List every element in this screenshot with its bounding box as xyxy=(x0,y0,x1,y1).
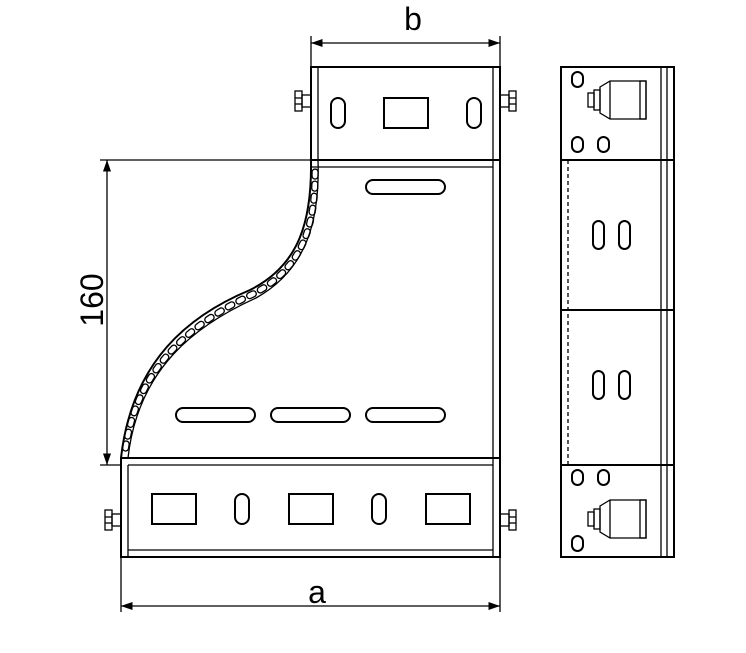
bolt-icon xyxy=(104,509,122,531)
perforation-hole xyxy=(214,307,225,317)
bolt-icon xyxy=(499,509,517,531)
perforation-hole xyxy=(284,260,295,271)
perforation-hole xyxy=(194,320,205,331)
bottom-slot-2 xyxy=(371,493,387,525)
bolt-side-icon xyxy=(587,499,647,539)
perforation-hole xyxy=(266,277,278,287)
perforation-hole xyxy=(204,313,215,324)
perforation-hole xyxy=(184,328,196,339)
perforation-hole xyxy=(167,344,178,355)
top-slot-right xyxy=(466,97,482,129)
side-view xyxy=(560,66,675,558)
body-slot-bottom-2 xyxy=(270,407,351,423)
bottom-square-hole-1 xyxy=(151,493,197,525)
dimension-b: b xyxy=(310,1,501,67)
bolt-icon xyxy=(294,90,312,112)
bottom-slot-1 xyxy=(234,493,250,525)
top-slot-left xyxy=(330,97,346,129)
dimension-a-label: a xyxy=(308,574,326,610)
perforation-hole xyxy=(175,336,187,347)
dimension-160: 160 xyxy=(74,159,311,466)
side-hole xyxy=(571,71,584,88)
side-outline xyxy=(560,66,675,558)
side-hole xyxy=(571,469,584,486)
body-slot-bottom-3 xyxy=(365,407,446,423)
body-slot-bottom-1 xyxy=(175,407,256,423)
dimension-a: a xyxy=(120,557,501,612)
dimension-b-label: b xyxy=(404,1,422,37)
perforation-hole xyxy=(159,353,170,364)
dimension-160-label: 160 xyxy=(74,273,110,326)
front-outline xyxy=(120,66,501,558)
perforation-hole xyxy=(302,228,311,240)
perforation-hole xyxy=(224,301,236,311)
side-hole xyxy=(571,535,584,552)
perforation-hole xyxy=(121,440,130,452)
side-hole xyxy=(571,136,584,153)
perforation-hole xyxy=(311,180,319,192)
perforation-hole xyxy=(276,269,287,280)
perforation-hole xyxy=(308,204,317,216)
front-view xyxy=(104,66,517,558)
side-slot xyxy=(618,370,631,400)
perforation-hole xyxy=(256,284,268,294)
perforation-hole xyxy=(130,405,140,417)
curved-side-wall xyxy=(127,159,319,459)
side-slot xyxy=(592,370,605,400)
bolt-side-icon xyxy=(587,80,647,120)
perforation-hole xyxy=(297,239,307,251)
side-hole xyxy=(597,469,610,486)
side-hole xyxy=(597,136,610,153)
bolt-icon xyxy=(499,90,517,112)
perforation-hole xyxy=(310,192,318,204)
perforation-hole xyxy=(305,216,315,228)
side-slot xyxy=(618,220,631,250)
perforation-hole xyxy=(139,383,150,395)
perforation-hole xyxy=(145,372,156,384)
perforation-hole xyxy=(291,250,302,261)
curved-wall-perforation xyxy=(121,168,319,452)
perforation-hole xyxy=(124,428,133,440)
side-slot xyxy=(592,220,605,250)
perforation-hole xyxy=(235,295,247,305)
bottom-square-hole-3 xyxy=(425,493,471,525)
perforation-hole xyxy=(311,168,319,180)
bottom-square-hole-2 xyxy=(288,493,334,525)
body-slot-top xyxy=(365,179,446,195)
perforation-hole xyxy=(152,362,162,374)
perforation-hole xyxy=(134,394,144,406)
top-square-hole xyxy=(383,97,429,129)
